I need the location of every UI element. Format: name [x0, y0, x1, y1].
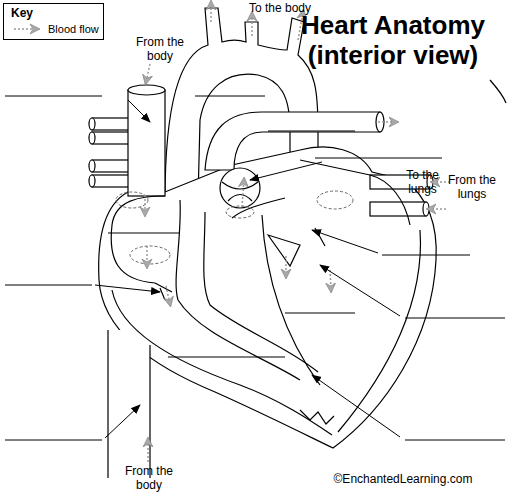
label-blank [5, 285, 92, 286]
flow-label: To the body [235, 1, 325, 15]
vein-tube [92, 118, 132, 130]
flow-arrow [146, 64, 150, 82]
vein-end [89, 160, 95, 172]
atrium-wall [300, 160, 410, 225]
flow-arrow [285, 256, 287, 276]
flow-arrow [378, 121, 396, 123]
valve-outlines [116, 191, 353, 264]
label-blanks [5, 96, 505, 440]
vein-tube [92, 160, 132, 172]
valve-ring [220, 168, 260, 208]
vein-end [89, 118, 95, 130]
vein-tube [370, 202, 426, 216]
label-blank [195, 96, 265, 97]
vein-end [423, 202, 429, 216]
vein-tube [92, 132, 132, 144]
leader-line [128, 100, 150, 122]
label-blank [108, 233, 180, 234]
leader-line [312, 230, 378, 253]
leader-line [320, 265, 400, 316]
flow-arrow [146, 246, 148, 266]
flow-arrow [144, 195, 146, 214]
label-blank [382, 255, 470, 256]
leader-line [312, 375, 400, 437]
vein-end [89, 175, 95, 187]
copyright-note: ©EnchantedLearning.com [317, 472, 489, 486]
heart-interior [111, 80, 506, 435]
label-blank [168, 357, 285, 358]
key-box: KeyBlood flow [3, 3, 104, 40]
diagram-title: Heart Anatomy (interior view) [280, 10, 506, 70]
vein-tube [92, 175, 132, 187]
label-blank [405, 318, 505, 319]
flow-arrow [429, 208, 446, 210]
key-heading: Key [11, 6, 33, 20]
heart-body [89, 8, 436, 478]
valve-outline [317, 191, 353, 209]
leader-line [105, 405, 140, 438]
flow-arrow [242, 180, 244, 207]
septum [176, 200, 300, 380]
pulmonary-artery [205, 112, 380, 170]
legend-text: Blood flow [48, 22, 99, 36]
flow-label: From the lungs [446, 173, 498, 201]
valve-cusp [222, 182, 258, 201]
legend-arrowhead [30, 24, 40, 34]
superior-vena-cava [128, 90, 165, 196]
flow-arrow [210, 3, 212, 22]
valve-outline [130, 246, 170, 264]
valve-outline [116, 192, 148, 208]
flow-label: To the lungs [395, 168, 450, 196]
flow-label: From the body [119, 464, 179, 492]
flow-arrow [147, 440, 149, 462]
inferior-vena-cava [108, 330, 150, 478]
legend-sample [12, 23, 42, 35]
ventricle-wall [262, 215, 320, 385]
vena-cava-end [128, 85, 165, 95]
flow-label: From the body [130, 35, 190, 63]
leader-line [95, 285, 160, 292]
mitral-valve [268, 228, 325, 266]
label-blank [5, 96, 102, 97]
vein-end [89, 132, 95, 144]
label-blank [405, 440, 505, 441]
papillary-muscle [300, 410, 334, 424]
atrium-wall [111, 196, 165, 283]
flow-arrow [251, 14, 253, 36]
label-blank [5, 440, 102, 441]
flow-arrow [166, 286, 170, 304]
leader-line [250, 162, 322, 180]
flow-arrows [145, 3, 450, 462]
label-blank [315, 158, 442, 159]
valve-outline [226, 206, 254, 218]
legend-line [14, 28, 32, 30]
stray-mark [490, 80, 506, 103]
label-blank [285, 313, 355, 314]
inferior-vena-cava [108, 330, 150, 478]
ventricle-wall [112, 290, 332, 435]
septum [204, 212, 318, 372]
flow-arrow [330, 270, 331, 290]
label-blank [268, 131, 355, 132]
